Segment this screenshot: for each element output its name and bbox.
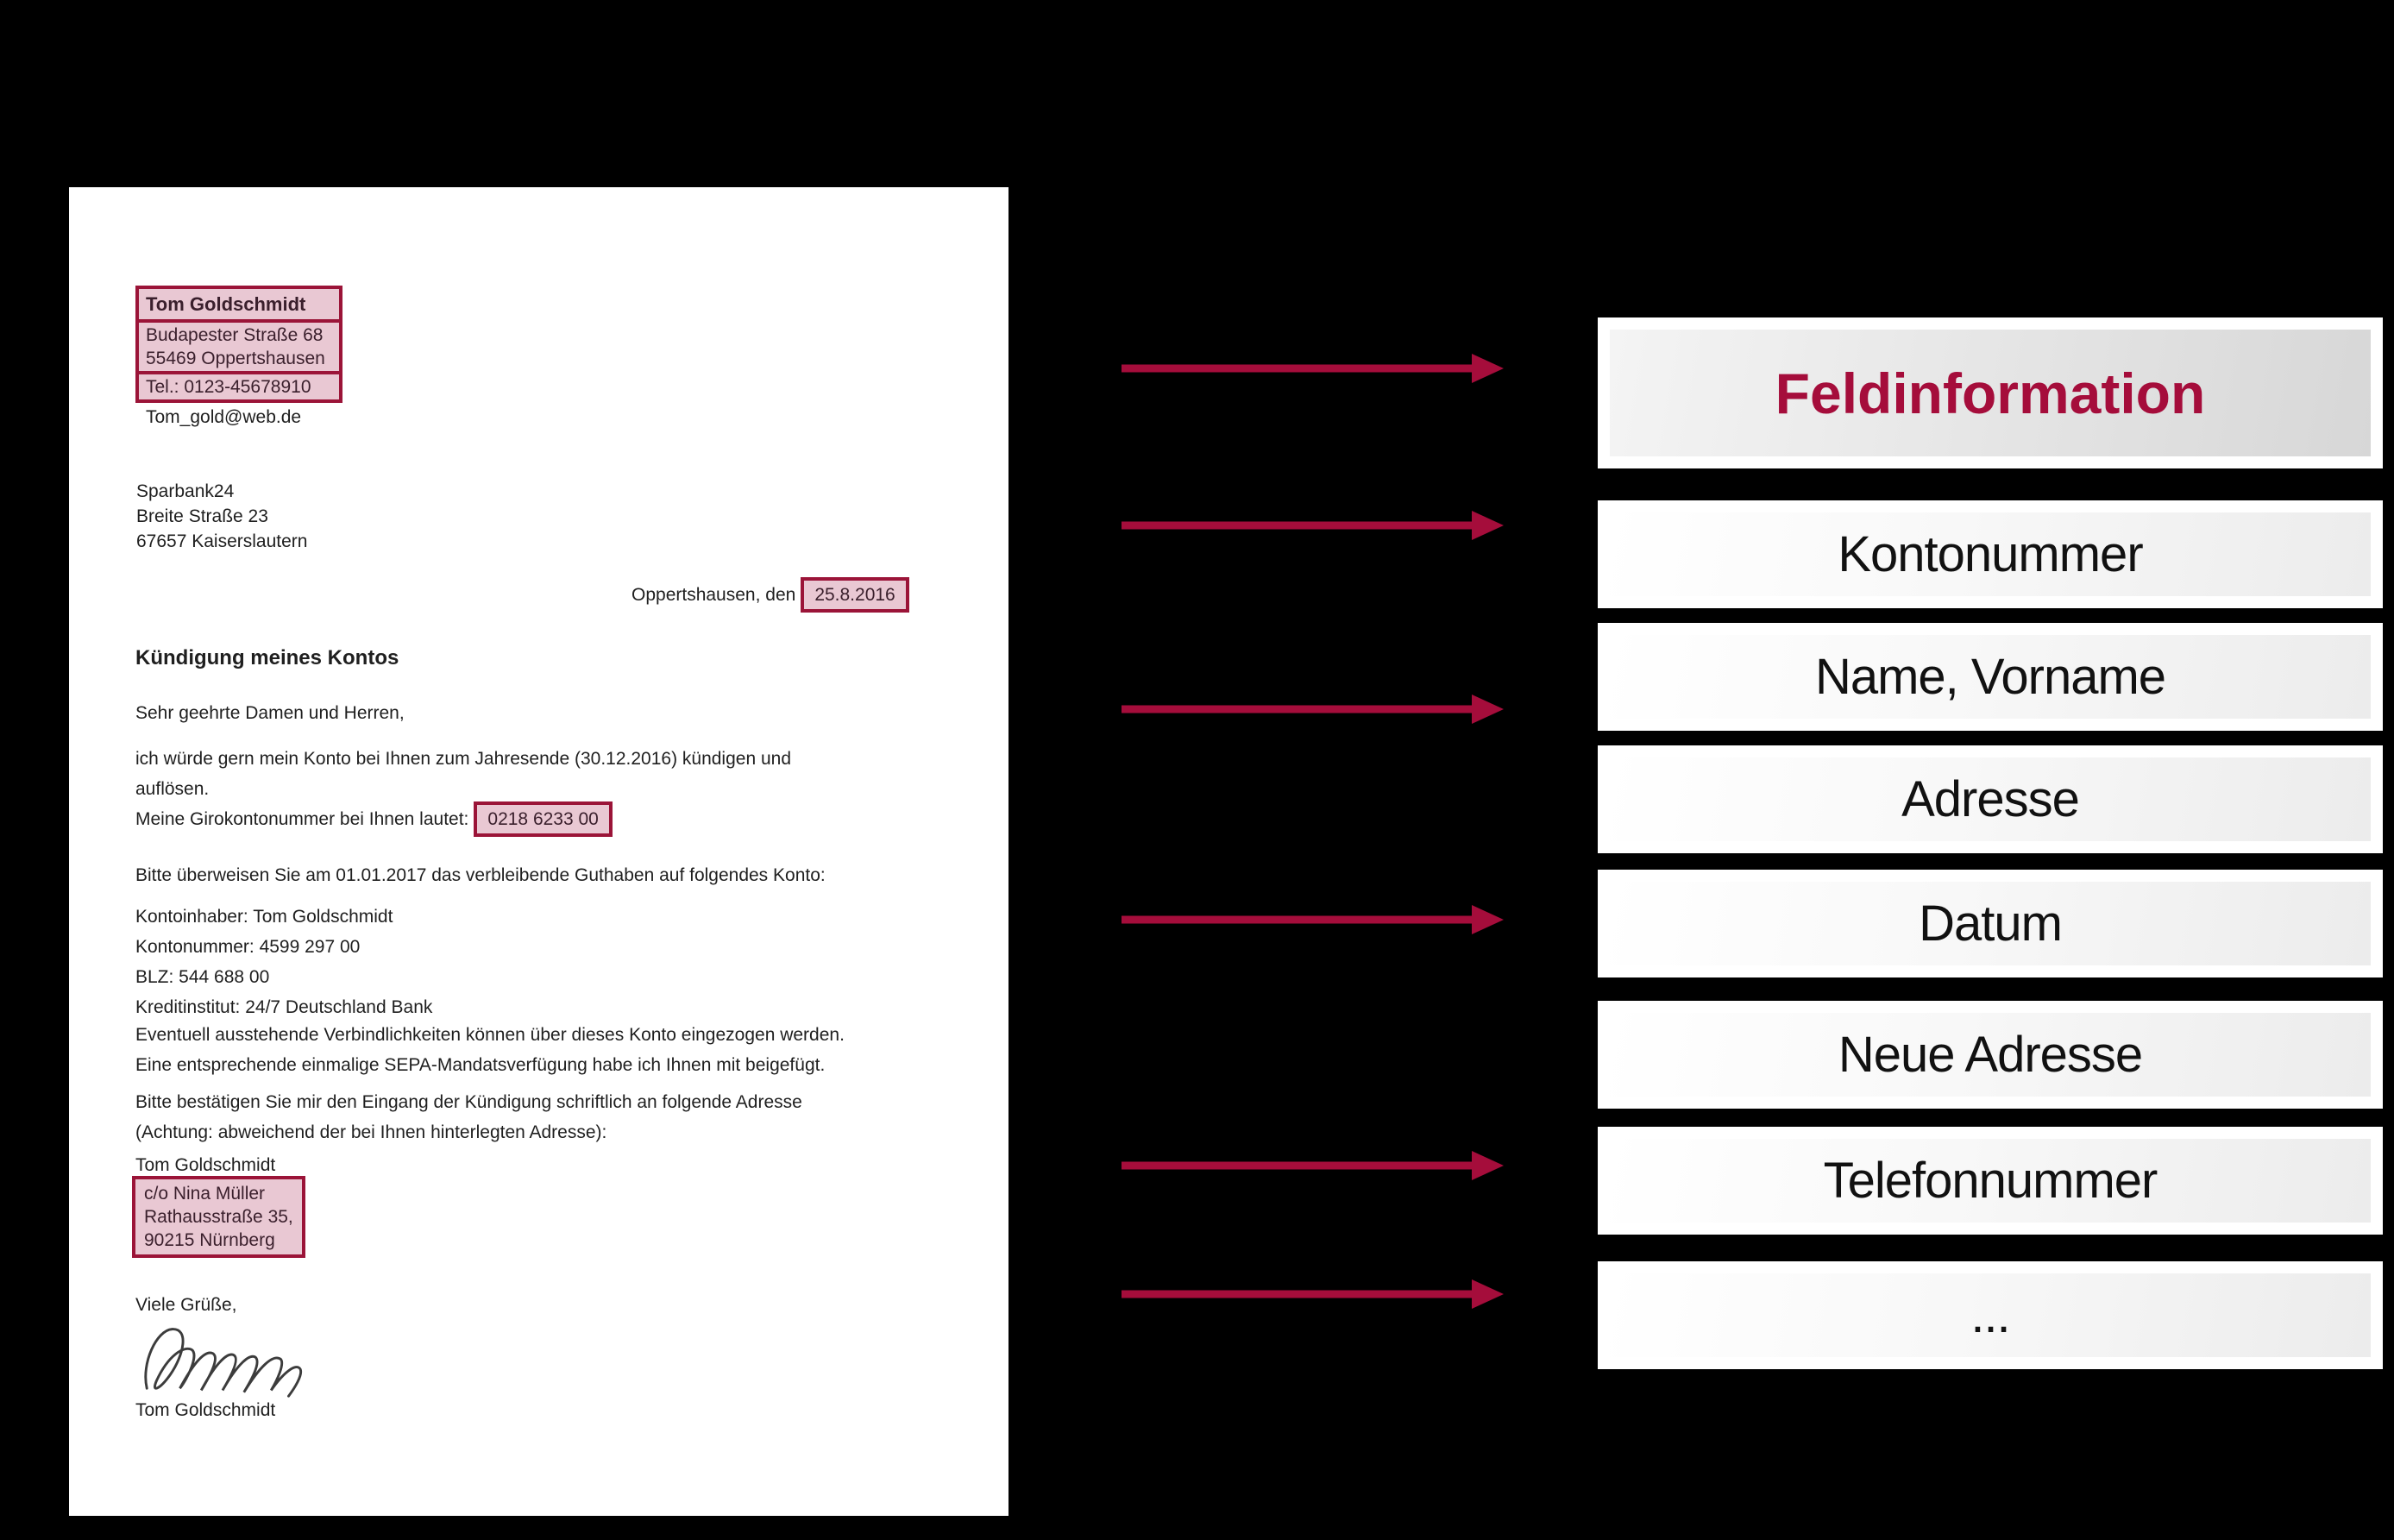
field-label: ... <box>1610 1273 2371 1357</box>
confirm-line-2: (Achtung: abweichend der bei Ihnen hinte… <box>135 1122 607 1142</box>
giro-line: Meine Girokontonummer bei Ihnen lautet: … <box>135 801 613 837</box>
sender-block: Tom Goldschmidt Budapester Straße 68 554… <box>135 286 342 431</box>
field-label: Kontonummer <box>1610 512 2371 596</box>
feldinformation-title: Feldinformation <box>1610 330 2371 456</box>
account-holder: Kontoinhaber: Tom Goldschmidt <box>135 907 393 927</box>
arrow-to-feldinformation <box>1122 354 1504 383</box>
field-box-adresse: Adresse <box>1598 745 2383 853</box>
intro-line-1: ich würde gern mein Konto bei Ihnen zum … <box>135 749 792 769</box>
arrow-to-datum <box>1122 905 1504 934</box>
closing-line: Viele Grüße, <box>135 1295 237 1315</box>
giro-label: Meine Girokontonummer bei Ihnen lautet: <box>135 809 469 829</box>
feldinformation-title-box: Feldinformation <box>1598 317 2383 468</box>
account-block: Kontoinhaber: Tom Goldschmidt Kontonumme… <box>135 902 432 1022</box>
arrow-to-more <box>1122 1279 1504 1309</box>
recipient-block: Sparbank24 Breite Straße 23 67657 Kaiser… <box>136 479 307 554</box>
arrow-to-kontonummer <box>1122 511 1504 540</box>
salutation: Sehr geehrte Damen und Herren, <box>135 703 405 723</box>
account-number: Kontonummer: 4599 297 00 <box>135 937 361 957</box>
field-label: Datum <box>1610 882 2371 965</box>
field-box-kontonummer: Kontonummer <box>1598 500 2383 608</box>
intro-line-2: auflösen. <box>135 779 210 799</box>
date-line: Oppertshausen, den 25.8.2016 <box>631 577 909 613</box>
signature-name: Tom Goldschmidt <box>135 1400 276 1420</box>
sender-name-highlight: Tom Goldschmidt <box>135 286 342 323</box>
field-box-name-vorname: Name, Vorname <box>1598 623 2383 731</box>
sender-street: Budapester Straße 68 <box>146 325 324 345</box>
new-address-line-1: c/o Nina Müller <box>144 1184 266 1204</box>
account-bank: Kreditinstitut: 24/7 Deutschland Bank <box>135 997 433 1017</box>
sender-phone-highlight: Tel.: 0123-45678910 <box>135 371 342 403</box>
sender-city: 55469 Oppertshausen <box>146 349 325 368</box>
new-address-name: Tom Goldschmidt <box>135 1155 276 1175</box>
arrow-to-telefonnummer <box>1122 1151 1504 1180</box>
field-label: Name, Vorname <box>1610 635 2371 719</box>
signature-image <box>144 1328 303 1398</box>
recipient-city: 67657 Kaiserslautern <box>136 531 308 551</box>
giro-number-highlight: 0218 6233 00 <box>474 801 613 837</box>
recipient-name: Sparbank24 <box>136 481 235 501</box>
sepa-paragraph: Eventuell ausstehende Verbindlichkeiten … <box>135 1020 845 1080</box>
sender-address-highlight: Budapester Straße 68 55469 Oppertshausen <box>135 319 342 374</box>
intro-paragraph: ich würde gern mein Konto bei Ihnen zum … <box>135 744 791 804</box>
field-box-neue-adresse: Neue Adresse <box>1598 1001 2383 1109</box>
account-blz: BLZ: 544 688 00 <box>135 967 270 987</box>
confirm-line-1: Bitte bestätigen Sie mir den Eingang der… <box>135 1092 802 1112</box>
date-label: Oppertshausen, den <box>631 585 796 605</box>
new-address-line-2: Rathausstraße 35, <box>144 1207 293 1227</box>
field-label: Telefonnummer <box>1610 1139 2371 1223</box>
date-highlight: 25.8.2016 <box>801 577 909 613</box>
new-address-line-3: 90215 Nürnberg <box>144 1230 275 1250</box>
transfer-line: Bitte überweisen Sie am 01.01.2017 das v… <box>135 865 826 885</box>
field-box-more: ... <box>1598 1261 2383 1369</box>
subject-line: Kündigung meines Kontos <box>135 646 399 669</box>
field-label: Neue Adresse <box>1610 1013 2371 1097</box>
arrow-to-name-vorname <box>1122 695 1504 724</box>
field-box-datum: Datum <box>1598 870 2383 977</box>
letter-document: Tom Goldschmidt Budapester Straße 68 554… <box>69 187 1008 1516</box>
recipient-street: Breite Straße 23 <box>136 506 268 526</box>
confirm-paragraph: Bitte bestätigen Sie mir den Eingang der… <box>135 1087 802 1147</box>
sepa-line-2: Eine entsprechende einmalige SEPA-Mandat… <box>135 1055 826 1075</box>
new-address-highlight: c/o Nina Müller Rathausstraße 35, 90215 … <box>132 1176 305 1258</box>
sender-email: Tom_gold@web.de <box>146 407 302 427</box>
field-box-telefonnummer: Telefonnummer <box>1598 1127 2383 1235</box>
sepa-line-1: Eventuell ausstehende Verbindlichkeiten … <box>135 1025 845 1045</box>
field-label: Adresse <box>1610 757 2371 841</box>
